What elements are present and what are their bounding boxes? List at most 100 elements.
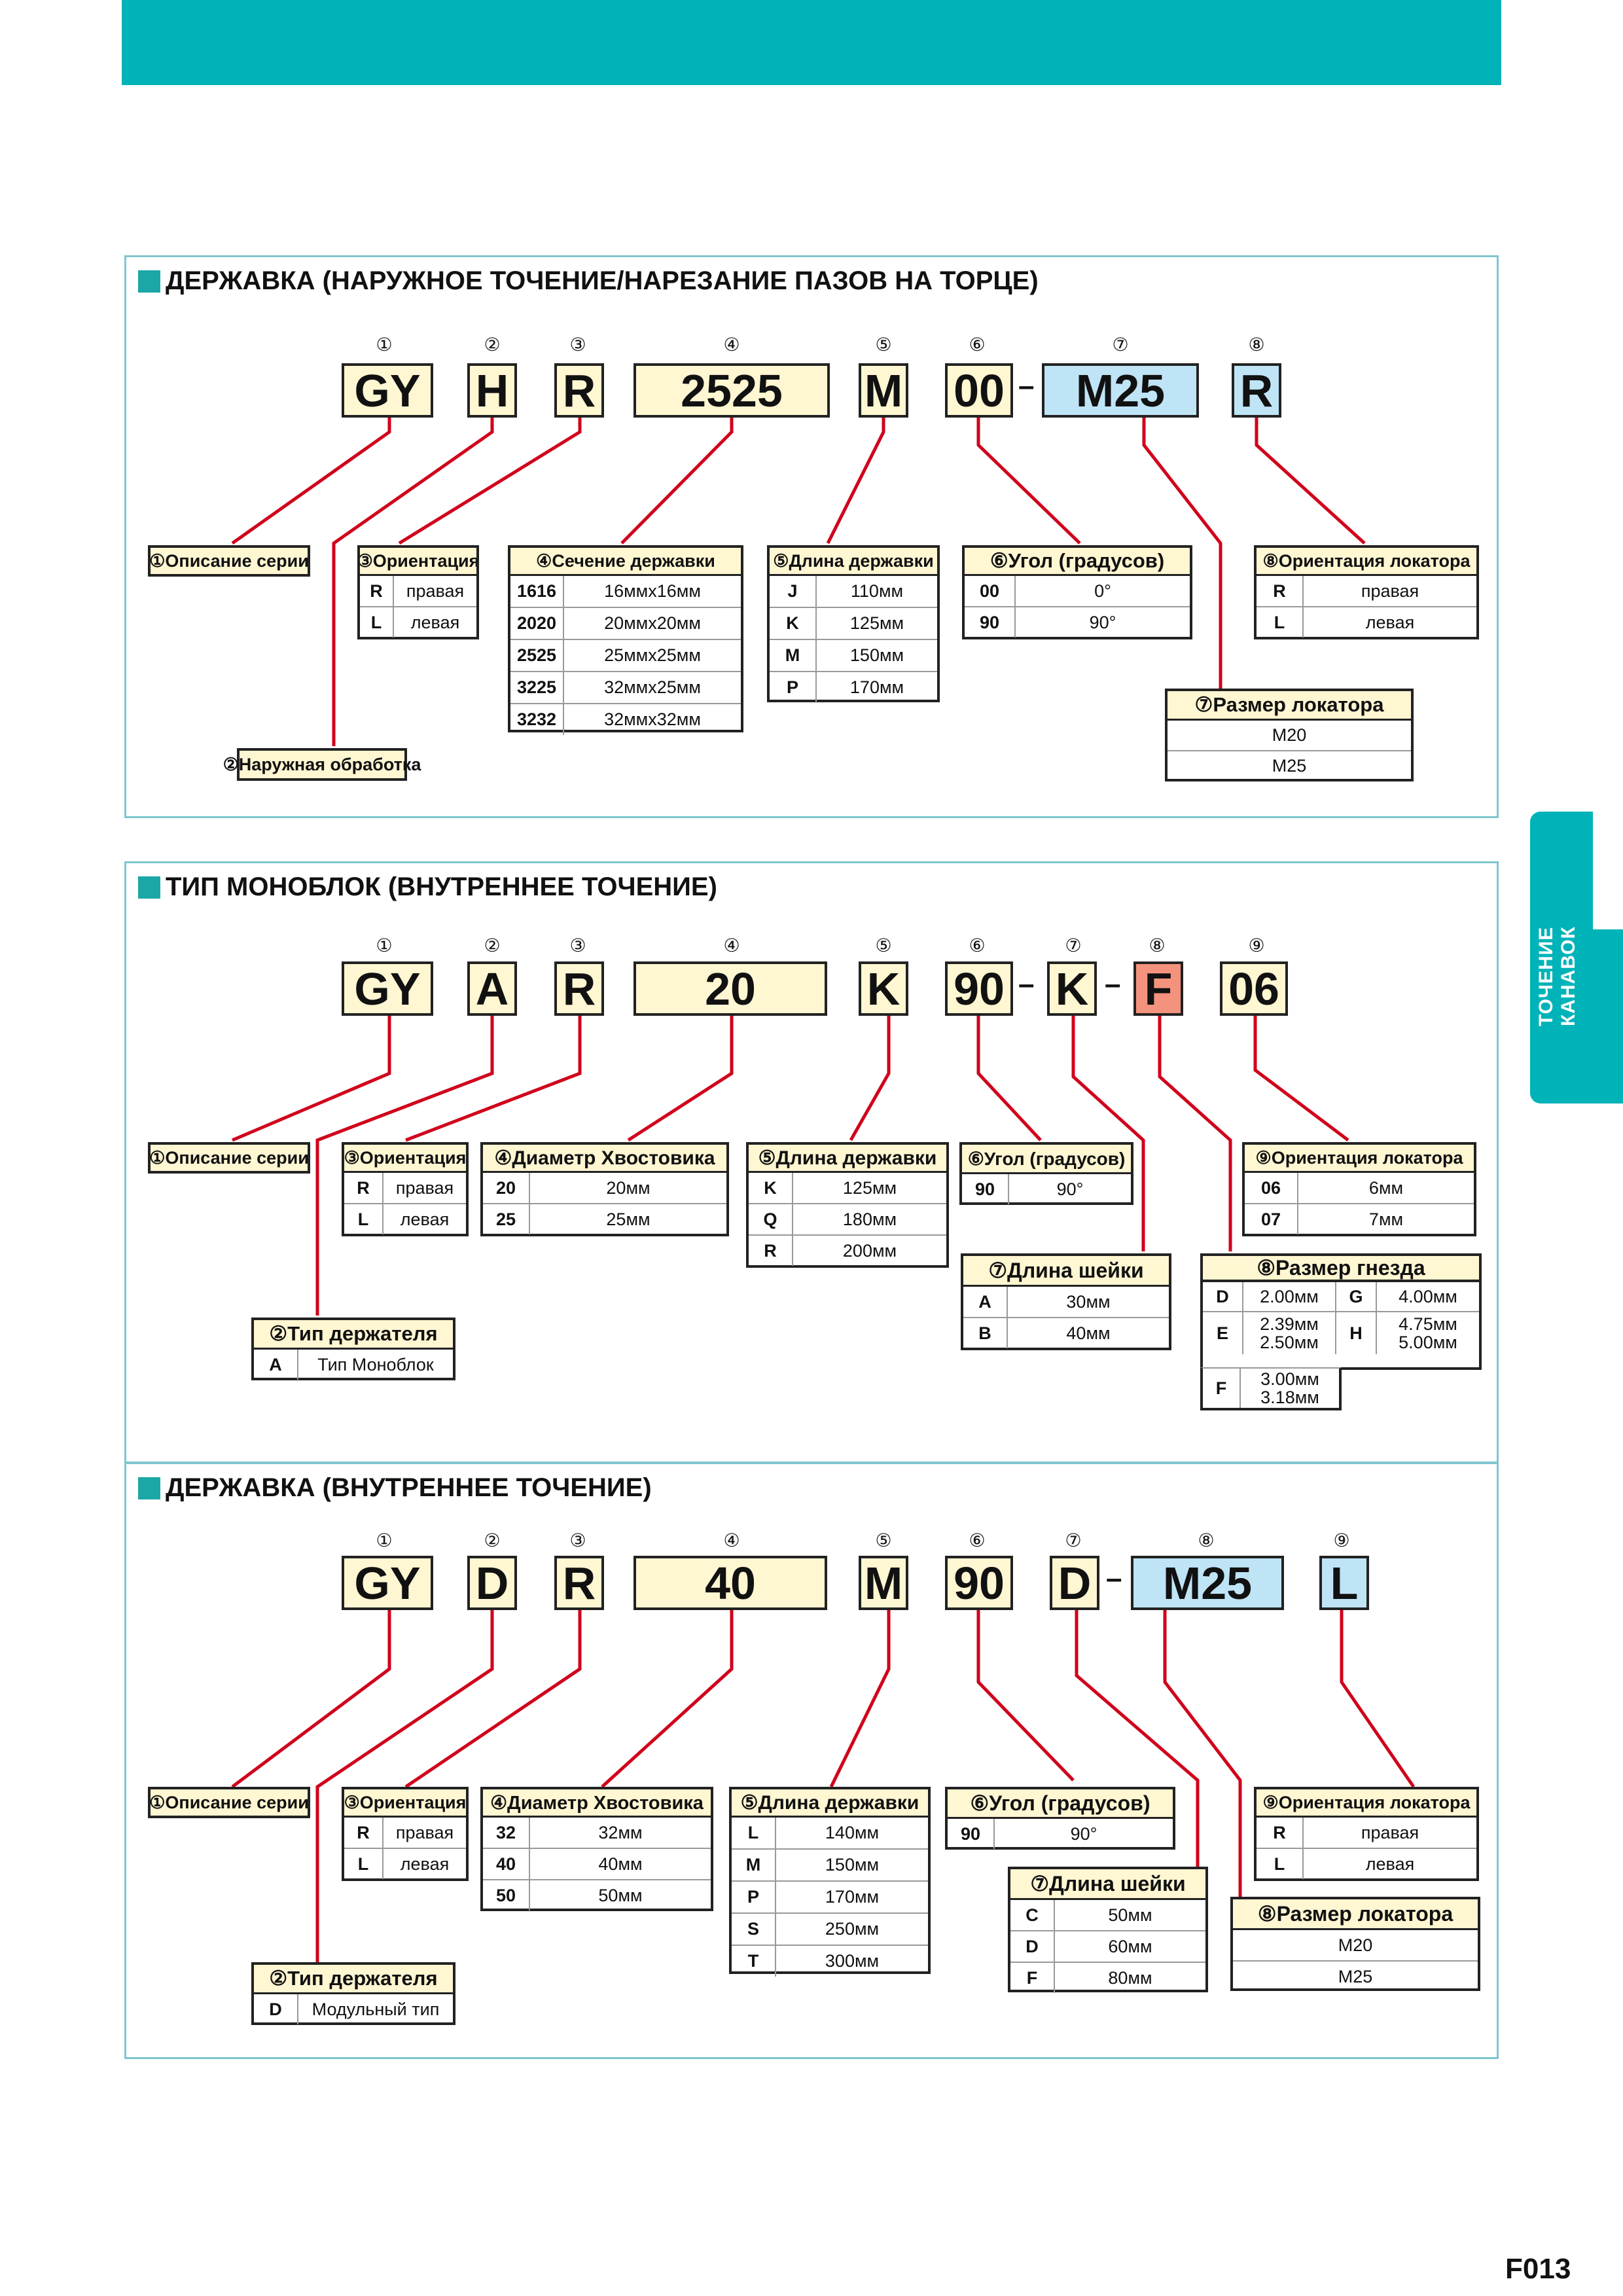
table-header: ⑥Угол (градусов) bbox=[965, 548, 1190, 576]
table-key: Q bbox=[749, 1204, 793, 1234]
table-header: ⑦Размер локатора bbox=[1168, 691, 1411, 721]
code-box-length: M bbox=[859, 1556, 908, 1610]
table-header: ③Ориентация bbox=[344, 1145, 466, 1173]
table-key: 90 bbox=[962, 1174, 1009, 1204]
position-number: ⑦ bbox=[1065, 1530, 1082, 1551]
position-number: ② bbox=[484, 334, 501, 355]
code-separator: – bbox=[1018, 968, 1035, 1000]
table-row: R 200мм bbox=[749, 1236, 946, 1266]
section-outer-holder: ДЕРЖАВКА (НАРУЖНОЕ ТОЧЕНИЕ/НАРЕЗАНИЕ ПАЗ… bbox=[124, 255, 1499, 818]
code-box-length: K bbox=[859, 961, 908, 1016]
table-key: C bbox=[1010, 1900, 1055, 1930]
position-number: ④ bbox=[723, 935, 740, 956]
table-value: Тип Моноблок bbox=[317, 1354, 434, 1374]
position-number: ⑥ bbox=[969, 334, 986, 355]
table-key: J bbox=[770, 576, 817, 607]
table-header: ⑤Длина державки bbox=[732, 1789, 928, 1818]
table-value: 20ммx20мм bbox=[604, 613, 701, 633]
table-header: ⑨Ориентация локатора bbox=[1245, 1145, 1474, 1173]
table-key: L bbox=[360, 607, 394, 637]
table-value-line: 2.39мм bbox=[1260, 1314, 1319, 1334]
title-square-icon bbox=[138, 270, 160, 293]
table-value: 200мм bbox=[842, 1240, 897, 1261]
table-value: M25 bbox=[1272, 756, 1307, 776]
table-row: D 2.00мм G 4.00мм bbox=[1203, 1282, 1479, 1312]
table-key: M bbox=[732, 1850, 776, 1880]
pocket-size-table: ⑧Размер гнезда D 2.00мм G 4.00мм E 2.39м… bbox=[1200, 1253, 1482, 1410]
position-number: ③ bbox=[569, 935, 586, 956]
position-number: ① bbox=[376, 334, 393, 355]
table-value: 150мм bbox=[825, 1855, 880, 1874]
code-box-section: 2525 bbox=[633, 363, 830, 418]
table-header: ⑧Размер локатора bbox=[1233, 1899, 1478, 1930]
table-key: 2525 bbox=[510, 640, 564, 671]
position-number: ④ bbox=[723, 334, 740, 355]
table-value: левая bbox=[410, 612, 460, 632]
position-number: ⑤ bbox=[875, 1530, 892, 1551]
locator-size-table: ⑧Размер локатора M20 M25 bbox=[1230, 1897, 1480, 1991]
table-value: 250мм bbox=[825, 1919, 880, 1939]
table-value: 32ммx32мм bbox=[604, 709, 701, 729]
table-key: S bbox=[732, 1914, 776, 1945]
code-box-locator-orientation: L bbox=[1319, 1556, 1369, 1610]
external-machining-label: ②Наружная обработка bbox=[223, 748, 421, 781]
table-header: ⑤Длина державки bbox=[749, 1145, 946, 1173]
position-number: ① bbox=[376, 1530, 393, 1551]
table-header: ⑨Ориентация локатора bbox=[1257, 1789, 1476, 1818]
title-square-icon bbox=[138, 876, 160, 899]
code-box-type: H bbox=[467, 363, 517, 418]
table-value: 80мм bbox=[1108, 1967, 1152, 1988]
position-number: ② bbox=[484, 935, 501, 956]
table-value: правая bbox=[406, 581, 465, 601]
table-value: левая bbox=[1365, 612, 1415, 632]
code-box-type: D bbox=[467, 1556, 517, 1610]
top-accent-bar bbox=[122, 0, 1501, 85]
position-number: ⑨ bbox=[1333, 1530, 1350, 1551]
position-number: ⑦ bbox=[1112, 334, 1129, 355]
table-row: 90 90° bbox=[948, 1819, 1173, 1849]
table-key: F bbox=[1010, 1963, 1055, 1993]
table-value: 7мм bbox=[1368, 1209, 1404, 1229]
table-value: 90° bbox=[1070, 1823, 1097, 1844]
table-key: 00 bbox=[965, 576, 1016, 606]
table-key: 3225 bbox=[510, 672, 564, 703]
table-value: 140мм bbox=[825, 1823, 880, 1842]
table-value: 125мм bbox=[842, 1177, 897, 1198]
code-box-angle: 90 bbox=[945, 1556, 1013, 1610]
position-number: ② bbox=[484, 1530, 501, 1551]
series-description-label: ①Описание серии bbox=[148, 1787, 310, 1818]
table-value: 2.00мм bbox=[1243, 1282, 1336, 1311]
table-value: M20 bbox=[1272, 725, 1307, 745]
code-box-series: GY bbox=[342, 363, 433, 418]
table-header: ④Сечение державки bbox=[510, 548, 741, 576]
table-key: F bbox=[1203, 1369, 1241, 1408]
table-key: 90 bbox=[948, 1819, 995, 1849]
table-key: R bbox=[749, 1236, 793, 1266]
